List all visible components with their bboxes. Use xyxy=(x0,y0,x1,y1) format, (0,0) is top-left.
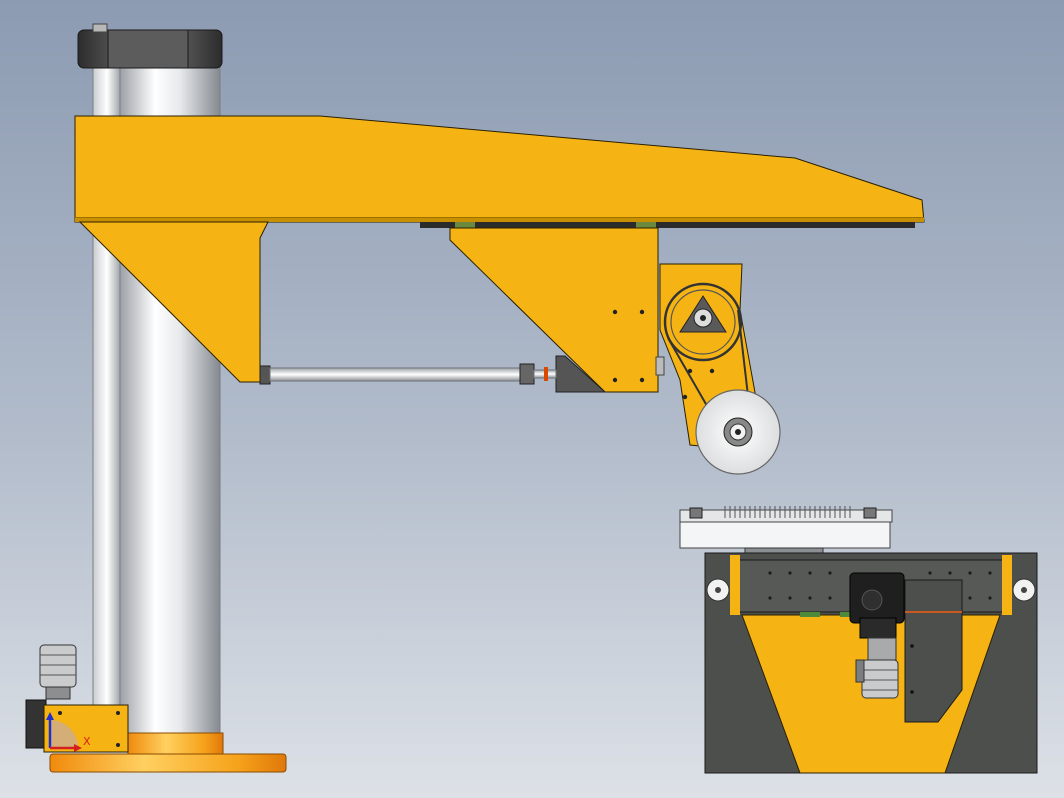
linear-rail[interactable] xyxy=(420,222,915,228)
cantilever-arm[interactable] xyxy=(74,115,925,223)
base-plate[interactable] xyxy=(49,732,287,773)
side-view xyxy=(679,506,1038,774)
grinding-wheel[interactable] xyxy=(695,389,781,475)
carriage[interactable] xyxy=(449,227,659,393)
coordinate-triad: X xyxy=(46,712,91,752)
column-cap[interactable] xyxy=(77,23,223,69)
side-view-motor[interactable] xyxy=(849,572,905,699)
front-view: X xyxy=(25,23,925,773)
cylinder-rod[interactable] xyxy=(259,363,557,385)
arm-bracket[interactable] xyxy=(78,221,269,383)
worktable[interactable] xyxy=(679,506,893,559)
x-axis-label: X xyxy=(83,735,91,748)
